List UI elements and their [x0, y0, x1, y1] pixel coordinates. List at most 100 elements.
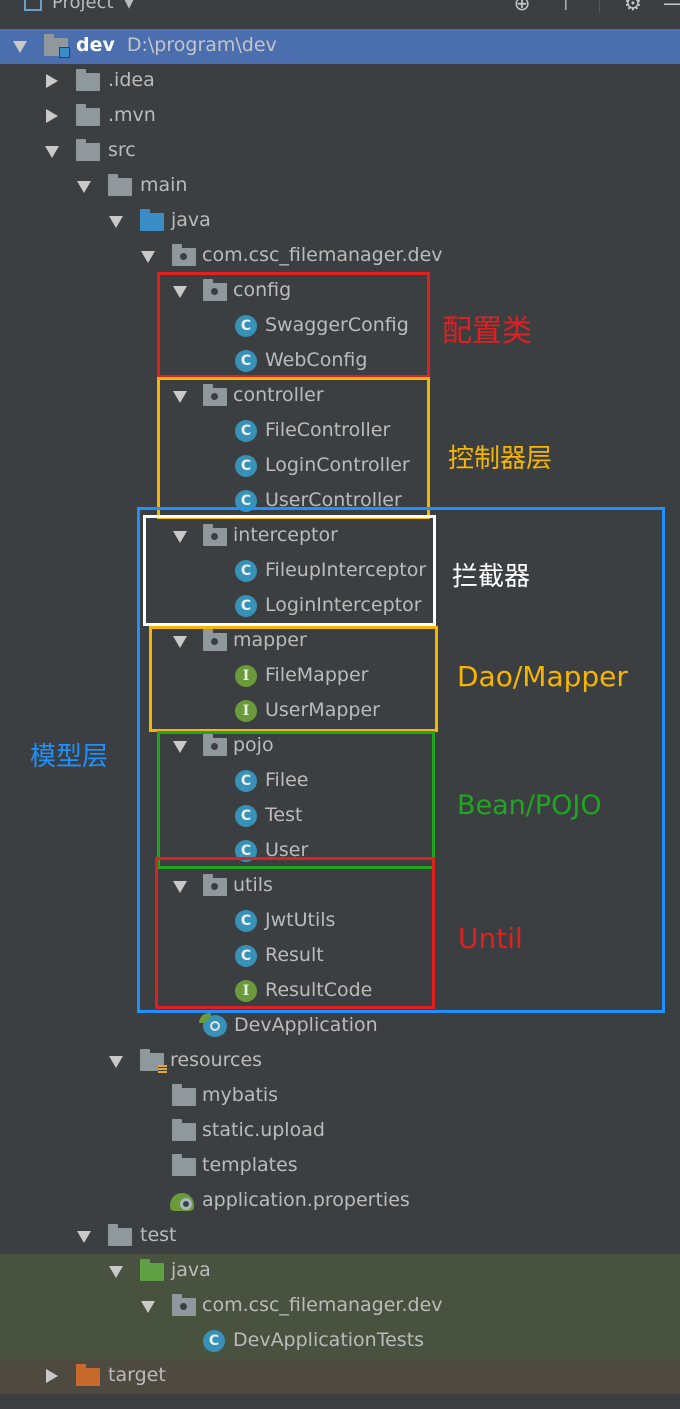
- class-icon: C: [235, 910, 257, 932]
- tree-item-class[interactable]: C FileupInterceptor: [0, 554, 680, 589]
- config-annotation: 配置类: [442, 314, 532, 349]
- expand-arrow-icon[interactable]: [109, 216, 123, 228]
- tree-item-mvn[interactable]: .mvn: [0, 99, 680, 134]
- tree-item-dev-application[interactable]: DevApplication: [0, 1009, 680, 1044]
- expand-arrow-icon[interactable]: [109, 1056, 123, 1068]
- tree-item-interface[interactable]: I FileMapper: [0, 659, 680, 694]
- gear-icon[interactable]: ⚙: [624, 0, 642, 15]
- config-highlight-box: [157, 272, 430, 378]
- excluded-folder-icon: [76, 1364, 100, 1386]
- tree-item-class[interactable]: C JwtUtils: [0, 904, 680, 939]
- tree-item-resources[interactable]: resources: [0, 1044, 680, 1079]
- target-icon[interactable]: ⊕: [513, 0, 531, 15]
- folder-icon: [108, 1224, 132, 1246]
- interceptor-highlight-box: [143, 515, 436, 626]
- tree-item-class[interactable]: C UserController: [0, 484, 680, 519]
- tree-label: static.upload: [202, 1119, 325, 1141]
- tree-item-test[interactable]: test: [0, 1219, 680, 1254]
- tree-label: DevApplicationTests: [233, 1329, 425, 1351]
- tree-item-class[interactable]: C LoginController: [0, 449, 680, 484]
- package-icon: [203, 734, 227, 756]
- expand-arrow-icon[interactable]: [77, 181, 91, 193]
- tree-item-config[interactable]: config: [0, 274, 680, 309]
- tree-item-idea[interactable]: .idea: [0, 64, 680, 99]
- tree-item-static-upload[interactable]: static.upload: [0, 1114, 680, 1149]
- tree-label: mybatis: [202, 1084, 279, 1106]
- controller-highlight-box: [157, 377, 430, 519]
- expand-arrow-icon[interactable]: [173, 636, 187, 648]
- tree-label: UserController: [265, 489, 402, 511]
- expand-arrow-icon[interactable]: [141, 251, 155, 263]
- tree-item-class[interactable]: C SwaggerConfig: [0, 309, 680, 344]
- class-icon: C: [235, 840, 257, 862]
- minimize-icon[interactable]: —: [663, 0, 680, 15]
- package-icon: [203, 874, 227, 896]
- tree-item-target[interactable]: target: [0, 1359, 680, 1394]
- project-toolbar: Project ▼ ⊕ ⊤ ⚙ —: [0, 0, 680, 26]
- bottom-edge: [0, 1394, 680, 1409]
- tree-item-class[interactable]: C FileController: [0, 414, 680, 449]
- tree-label: .idea: [108, 69, 155, 91]
- expand-arrow-icon[interactable]: [141, 1301, 155, 1313]
- test-class-icon: C: [203, 1330, 225, 1352]
- expand-arrow-icon[interactable]: [173, 741, 187, 753]
- folder-icon: [108, 174, 132, 196]
- class-icon: C: [235, 315, 257, 337]
- interface-icon: I: [235, 980, 257, 1002]
- class-icon: C: [235, 350, 257, 372]
- chevron-down-icon: ▼: [123, 0, 135, 11]
- tree-item-class[interactable]: C Test: [0, 799, 680, 834]
- tree-label: utils: [233, 874, 273, 896]
- package-icon: [172, 1294, 196, 1316]
- tree-item-pojo[interactable]: pojo: [0, 729, 680, 764]
- tree-item-main[interactable]: main: [0, 169, 680, 204]
- tree-label: Test: [265, 804, 303, 826]
- tree-item-dev-application-tests[interactable]: C DevApplicationTests: [0, 1324, 680, 1359]
- tree-item-class[interactable]: C WebConfig: [0, 344, 680, 379]
- package-icon: [172, 244, 196, 266]
- tree-item-java[interactable]: java: [0, 204, 680, 239]
- collapse-icon[interactable]: ⊤: [557, 0, 575, 15]
- tree-item-interface[interactable]: I UserMapper: [0, 694, 680, 729]
- tree-label: interceptor: [233, 524, 338, 546]
- expand-arrow-icon[interactable]: [173, 391, 187, 403]
- model-layer-annotation: 模型层: [30, 742, 109, 772]
- tree-item-class[interactable]: C Result: [0, 939, 680, 974]
- tree-item-test-package[interactable]: com.csc_filemanager.dev: [0, 1289, 680, 1324]
- interceptor-annotation: 拦截器: [452, 562, 531, 592]
- expand-arrow-icon[interactable]: [45, 146, 59, 158]
- tree-item-mapper[interactable]: mapper: [0, 624, 680, 659]
- tree-item-class[interactable]: C User: [0, 834, 680, 869]
- package-icon: [203, 524, 227, 546]
- package-icon: [203, 629, 227, 651]
- tree-item-class[interactable]: C LoginInterceptor: [0, 589, 680, 624]
- tree-item-package[interactable]: com.csc_filemanager.dev: [0, 239, 680, 274]
- tree-item-mybatis[interactable]: mybatis: [0, 1079, 680, 1114]
- expand-arrow-icon[interactable]: [109, 1266, 123, 1278]
- collapse-arrow-icon[interactable]: [46, 1369, 58, 1383]
- project-view-selector[interactable]: Project ▼: [24, 0, 134, 13]
- class-icon: C: [235, 770, 257, 792]
- mapper-annotation: Dao/Mapper: [457, 660, 628, 693]
- tree-item-application-properties[interactable]: application.properties: [0, 1184, 680, 1219]
- tree-item-templates[interactable]: templates: [0, 1149, 680, 1184]
- expand-arrow-icon[interactable]: [13, 41, 27, 53]
- tree-item-controller[interactable]: controller: [0, 379, 680, 414]
- tree-item-src[interactable]: src: [0, 134, 680, 169]
- tree-item-interceptor[interactable]: interceptor: [0, 519, 680, 554]
- expand-arrow-icon[interactable]: [173, 286, 187, 298]
- toolbar-divider: [599, 0, 600, 13]
- collapse-arrow-icon[interactable]: [46, 109, 58, 123]
- expand-arrow-icon[interactable]: [173, 531, 187, 543]
- tree-item-class[interactable]: C Filee: [0, 764, 680, 799]
- tree-item-interface[interactable]: I ResultCode: [0, 974, 680, 1009]
- mapper-highlight-box: [149, 626, 438, 732]
- expand-arrow-icon[interactable]: [77, 1231, 91, 1243]
- collapse-arrow-icon[interactable]: [46, 74, 58, 88]
- tree-label: SwaggerConfig: [265, 314, 409, 336]
- tree-item-test-java[interactable]: java: [0, 1254, 680, 1289]
- expand-arrow-icon[interactable]: [173, 881, 187, 893]
- tree-label: templates: [202, 1154, 298, 1176]
- tree-item-utils[interactable]: utils: [0, 869, 680, 904]
